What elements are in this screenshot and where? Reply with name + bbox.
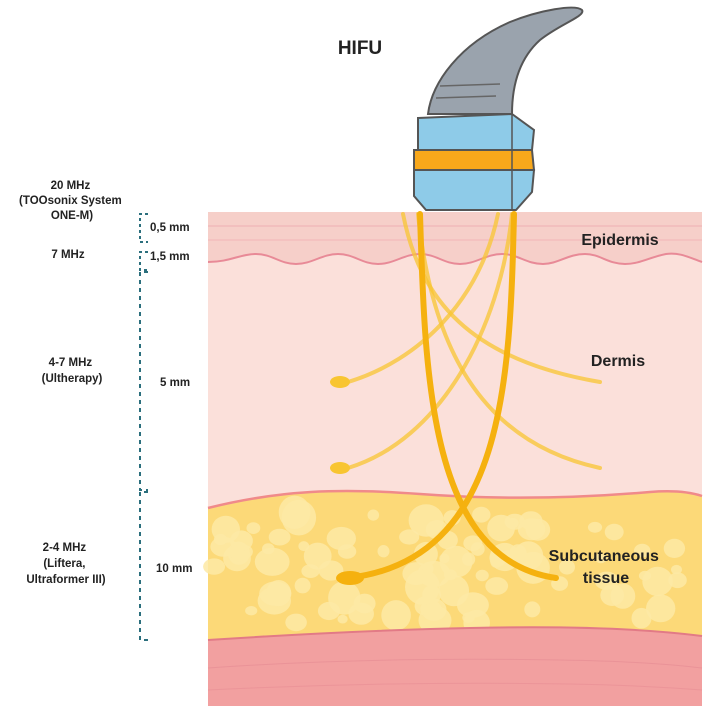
fat-cell [268, 528, 291, 546]
depth-bracket-10mm [139, 491, 148, 641]
fat-cell [203, 558, 226, 575]
fat-cell [294, 577, 311, 594]
muscle-fiber [207, 658, 703, 669]
fat-cell [405, 569, 440, 605]
fat-cell [367, 509, 380, 521]
hifu-beam [401, 212, 602, 384]
focal-point [336, 571, 364, 585]
fat-cell [594, 553, 608, 564]
fat-cell [490, 554, 503, 568]
fat-cell [587, 521, 603, 533]
dermis-boundary [207, 489, 703, 510]
fat-cell [604, 523, 624, 541]
muscle-fiber [207, 682, 703, 691]
fat-cell [420, 600, 442, 618]
epidermis-layer [208, 212, 702, 264]
fat-cell [642, 566, 673, 597]
depth-bracket-1-5mm [139, 251, 148, 271]
focal-point [330, 462, 350, 474]
hifu-beam [346, 212, 500, 384]
muscle-layer [208, 627, 702, 706]
frequency-label-20mhz: 20 MHz (TOOsonix System ONE-M) [19, 180, 125, 222]
fat-cell [285, 613, 307, 632]
fat-cell [475, 569, 489, 582]
probe-facet [511, 114, 534, 210]
fat-cell [646, 594, 676, 623]
fat-cell [254, 547, 290, 576]
fat-cell [463, 535, 483, 551]
probe-head-bottom [413, 169, 536, 211]
fat-cell [326, 526, 356, 551]
fat-cell [381, 600, 411, 631]
fat-cell [229, 530, 253, 552]
fat-cell [337, 544, 357, 559]
fat-cell [509, 544, 527, 563]
depth-label-1-5mm: 1,5 mm [150, 251, 190, 263]
frequency-label-4-7mhz: 4-7 MHz (Ultherapy) [42, 357, 103, 385]
fat-cell [524, 601, 541, 618]
fat-cell [438, 575, 470, 607]
hifu-beam [346, 212, 514, 470]
hifu-beam-main [417, 211, 559, 581]
fat-cell [266, 580, 292, 607]
frequency-label-7mhz: 7 MHz [51, 249, 84, 261]
fat-cell [671, 564, 682, 575]
layer-label-subcutaneous: Subcutaneous tissue [549, 548, 664, 587]
fat-cell [298, 541, 310, 552]
fat-cell [246, 522, 261, 534]
fat-cell [594, 571, 619, 590]
frequency-label-2-4mhz: 2-4 MHz (Liftera, Ultraformer III) [26, 542, 105, 586]
hifu-beams [345, 211, 602, 581]
layer-label-dermis: Dermis [591, 353, 645, 370]
fat-cell [517, 518, 546, 541]
depth-bracket-0-5mm [139, 213, 148, 243]
layer-label-epidermis: Epidermis [581, 232, 658, 249]
depth-scale [139, 213, 148, 641]
fat-cell [413, 541, 438, 567]
fat-cell [353, 593, 376, 614]
fat-cell [631, 607, 652, 629]
depth-label-10mm: 10 mm [156, 563, 192, 575]
fat-cell [337, 614, 348, 624]
fat-cell [487, 514, 515, 542]
probe-handle [426, 6, 584, 115]
fat-cell [559, 559, 575, 575]
depth-label-5mm: 5 mm [160, 377, 190, 389]
fat-cell [610, 583, 636, 609]
hifu-probe [413, 6, 584, 211]
focal-points [330, 376, 364, 585]
focal-point [330, 376, 350, 388]
fat-cell [262, 543, 275, 555]
diagram-title: HIFU [338, 38, 382, 59]
depth-bracket-5mm [139, 271, 148, 491]
probe-handle-grip [435, 83, 501, 99]
depth-label-0-5mm: 0,5 mm [150, 222, 190, 234]
hifu-beam-main [345, 211, 517, 581]
fat-cell [462, 612, 475, 623]
fat-cell [301, 564, 320, 578]
fat-cell [399, 529, 420, 545]
probe-head-top [417, 112, 536, 151]
fat-cell [245, 606, 258, 616]
fat-cell [668, 572, 687, 589]
fat-cells [203, 495, 687, 637]
probe-band [413, 149, 536, 171]
epidermis-boundary [207, 252, 703, 266]
fat-cell [485, 577, 509, 595]
fat-cell [377, 545, 390, 558]
fat-cell [472, 506, 491, 523]
fat-cell [663, 538, 686, 559]
skin-layers [203, 212, 703, 706]
fat-cell [213, 533, 228, 546]
muscle-boundary [207, 626, 703, 641]
fat-cell [278, 495, 311, 529]
fat-cell [634, 543, 651, 558]
